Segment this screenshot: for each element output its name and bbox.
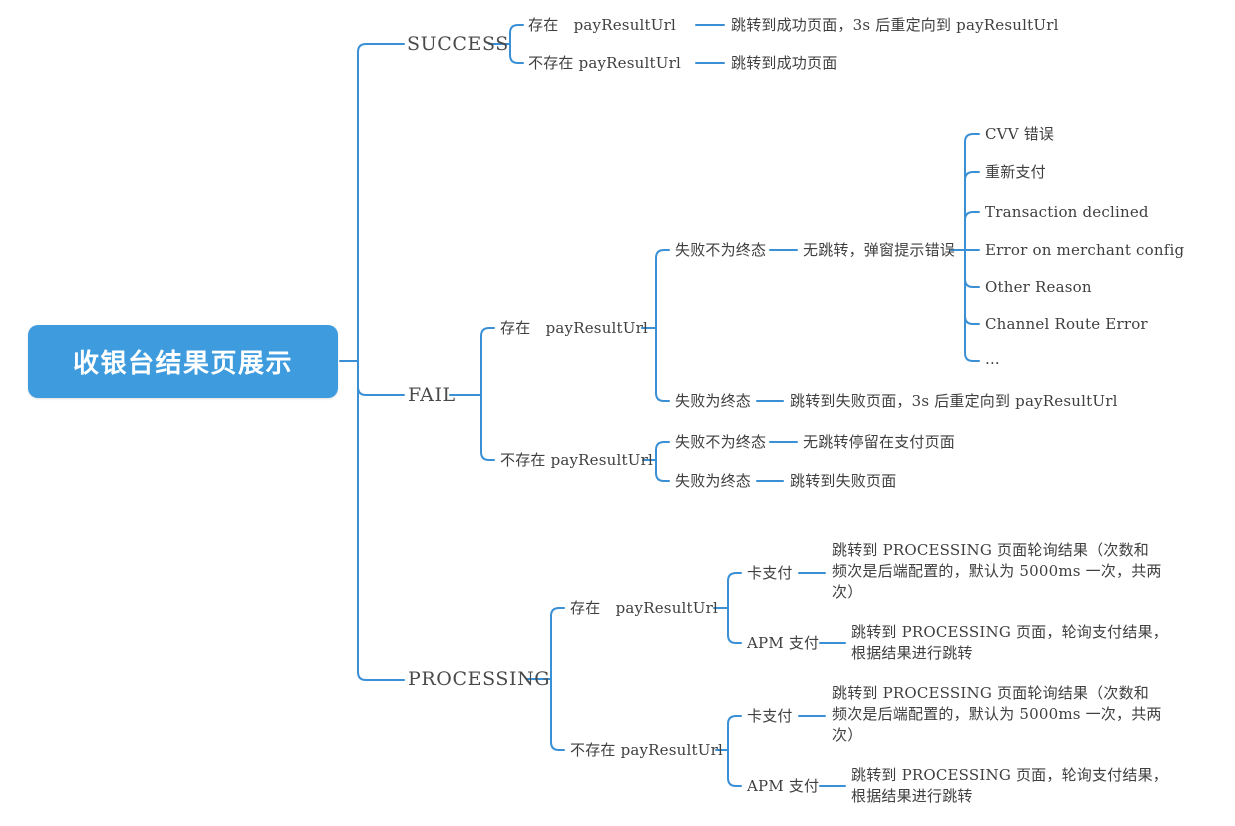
node-fail-exist-final[interactable]: 失败为终态: [675, 392, 752, 410]
node-fail-notexist-final-action[interactable]: 跳转到失败页面: [790, 472, 897, 490]
node-processing-exist-card[interactable]: 卡支付: [747, 564, 793, 582]
node-success[interactable]: SUCCESS: [407, 33, 509, 55]
node-root[interactable]: 收银台结果页展示: [28, 325, 338, 398]
node-success-notexist-result[interactable]: 跳转到成功页面: [731, 54, 838, 72]
node-fail-exist-payresulturl[interactable]: 存在 payResultUrl: [500, 319, 648, 337]
node-processing-exist-payresulturl[interactable]: 存在 payResultUrl: [570, 599, 718, 617]
node-error-merchant-config[interactable]: Error on merchant config: [985, 241, 1185, 259]
node-fail-notexist-payresulturl[interactable]: 不存在 payResultUrl: [500, 451, 653, 469]
node-fail-notexist-final[interactable]: 失败为终态: [675, 472, 752, 490]
node-fail-exist-notfinal[interactable]: 失败不为终态: [675, 241, 767, 259]
node-error-ellipsis[interactable]: ...: [985, 350, 1000, 368]
root-spine-edges: [339, 43, 405, 681]
node-processing-exist-apm[interactable]: APM 支付: [747, 634, 820, 652]
node-success-exist-result[interactable]: 跳转到成功页面，3s 后重定向到 payResultUrl: [731, 16, 1059, 34]
node-fail-notexist-notfinal-action[interactable]: 无跳转停留在支付页面: [803, 433, 956, 451]
node-processing[interactable]: PROCESSING: [408, 668, 551, 690]
node-success-exist-payresulturl[interactable]: 存在 payResultUrl: [528, 16, 676, 34]
node-processing-notexist-apm[interactable]: APM 支付: [747, 777, 820, 795]
success-branch-edges: [488, 24, 725, 64]
node-processing-exist-card-action[interactable]: 跳转到 PROCESSING 页面轮询结果（次数和频次是后端配置的，默认为 50…: [832, 541, 1162, 601]
node-error-channel-route[interactable]: Channel Route Error: [985, 315, 1148, 333]
node-processing-notexist-payresulturl[interactable]: 不存在 payResultUrl: [570, 741, 723, 759]
node-fail-exist-final-action[interactable]: 跳转到失败页面，3s 后重定向到 payResultUrl: [790, 392, 1118, 410]
processing-branch-edges: [526, 572, 846, 787]
node-success-notexist-payresulturl[interactable]: 不存在 payResultUrl: [528, 54, 681, 72]
node-error-transaction-declined[interactable]: Transaction declined: [985, 203, 1149, 221]
node-error-other-reason[interactable]: Other Reason: [985, 278, 1092, 296]
node-processing-notexist-card-action[interactable]: 跳转到 PROCESSING 页面轮询结果（次数和频次是后端配置的，默认为 50…: [832, 684, 1162, 744]
node-error-repay[interactable]: 重新支付: [985, 163, 1046, 181]
node-fail-exist-notfinal-action[interactable]: 无跳转，弹窗提示错误: [803, 241, 956, 259]
node-processing-exist-apm-action[interactable]: 跳转到 PROCESSING 页面，轮询支付结果，根据结果进行跳转: [851, 623, 1168, 662]
node-processing-notexist-apm-action[interactable]: 跳转到 PROCESSING 页面，轮询支付结果，根据结果进行跳转: [851, 766, 1168, 805]
node-fail[interactable]: FAIL: [408, 384, 456, 406]
node-error-cvv[interactable]: CVV 错误: [985, 125, 1055, 143]
fail-branch-edges: [449, 133, 980, 482]
node-fail-notexist-notfinal[interactable]: 失败不为终态: [675, 433, 767, 451]
node-processing-notexist-card[interactable]: 卡支付: [747, 707, 793, 725]
